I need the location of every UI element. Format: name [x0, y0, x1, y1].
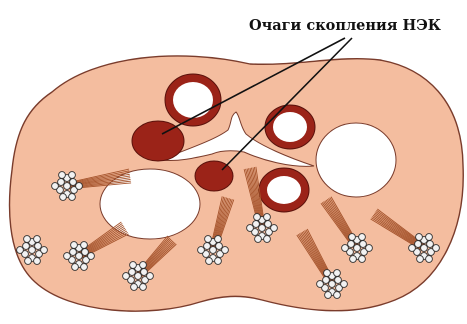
vessel-ring — [265, 105, 315, 149]
vessel-ring — [259, 168, 309, 212]
annotation-label: Очаги скопления НЭК — [249, 17, 442, 34]
large-lumen-right — [316, 123, 396, 197]
